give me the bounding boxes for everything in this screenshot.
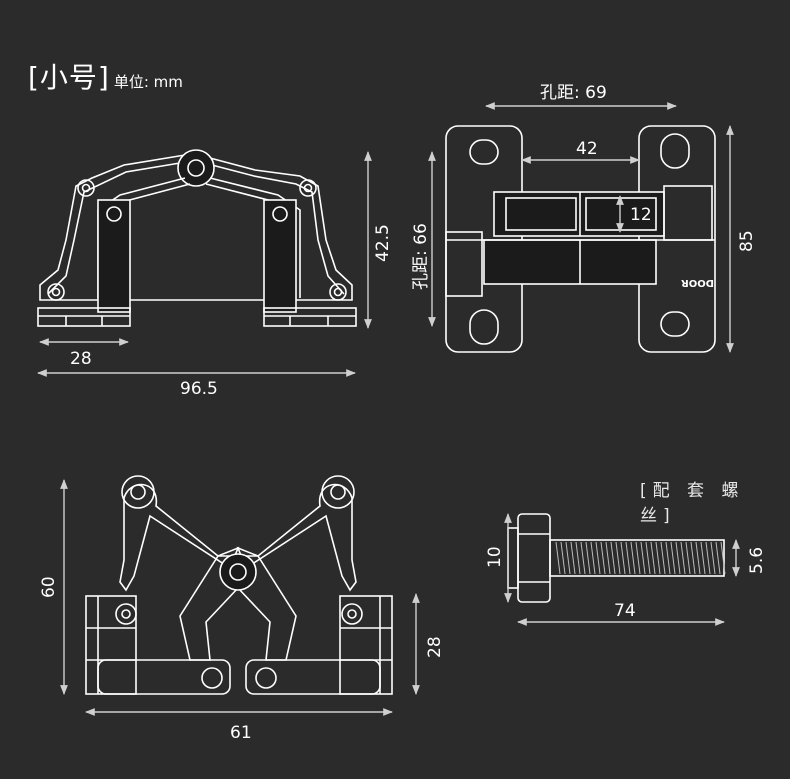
- thread-line: [580, 541, 586, 575]
- thread-line: [620, 541, 626, 575]
- dim-open-width: 61: [230, 723, 252, 743]
- dim-front-total: 96.5: [180, 379, 218, 399]
- thread-line: [715, 541, 721, 575]
- thread-line: [685, 541, 691, 575]
- page-title: [小号]单位: mm: [28, 56, 183, 96]
- thread-line: [605, 541, 611, 575]
- thread-line: [585, 541, 591, 575]
- size-label: [小号]: [28, 61, 110, 94]
- accessory-label: [配 套 螺 丝]: [640, 481, 745, 526]
- dim-front-height: 42.5: [373, 224, 393, 262]
- front-view: [37, 149, 357, 327]
- thread-line: [555, 541, 561, 575]
- thread-line: [665, 541, 671, 575]
- engraving-label: DOOR: [681, 277, 714, 288]
- dim-side-hole-v: 孔距: 66: [411, 223, 431, 290]
- dim-side-hole-h: 孔距: 69: [540, 83, 607, 103]
- thread-line: [690, 541, 696, 575]
- thread-line: [575, 541, 581, 575]
- dim-side-gap: 12: [630, 205, 652, 225]
- thread-line: [710, 541, 716, 575]
- thread-line: [640, 541, 646, 575]
- dim-side-height: 85: [737, 230, 757, 252]
- side-dimensions: 孔距: 69 42 12 孔距: 66 85: [411, 83, 757, 353]
- thread-line: [595, 541, 601, 575]
- thread-line: [675, 541, 681, 575]
- dim-screw-length: 74: [614, 601, 636, 621]
- thread-line: [670, 541, 676, 575]
- thread-line: [645, 541, 651, 575]
- thread-line: [565, 541, 571, 575]
- unit-label: 单位: mm: [113, 73, 183, 91]
- thread-line: [720, 541, 726, 575]
- dim-side-inner: 42: [576, 139, 598, 159]
- side-view: DOOR: [445, 125, 716, 353]
- thread-line: [560, 541, 566, 575]
- thread-line: [660, 541, 666, 575]
- dim-front-base: 28: [70, 349, 92, 369]
- thread-line: [625, 541, 631, 575]
- thread-line: [600, 541, 606, 575]
- thread-line: [705, 541, 711, 575]
- thread-line: [700, 541, 706, 575]
- thread-line: [695, 541, 701, 575]
- thread-line: [680, 541, 686, 575]
- thread-line: [655, 541, 661, 575]
- dim-open-base-height: 28: [425, 636, 445, 658]
- thread-line: [570, 541, 576, 575]
- screw-dimensions: 10 5.6 74: [485, 513, 767, 626]
- dim-open-height: 60: [39, 576, 59, 598]
- thread-line: [650, 541, 656, 575]
- thread-line: [630, 541, 636, 575]
- thread-line: [610, 541, 616, 575]
- screw-threads: [555, 541, 726, 575]
- thread-line: [615, 541, 621, 575]
- thread-line: [635, 541, 641, 575]
- thread-line: [590, 541, 596, 575]
- open-dimensions: 60 61 28: [39, 479, 445, 743]
- dim-screw-thread: 5.6: [747, 547, 767, 574]
- screw-view: [507, 513, 726, 603]
- front-dimensions: 28 96.5 42.5: [37, 151, 393, 399]
- open-view: [85, 475, 393, 695]
- dim-screw-head: 10: [485, 546, 505, 568]
